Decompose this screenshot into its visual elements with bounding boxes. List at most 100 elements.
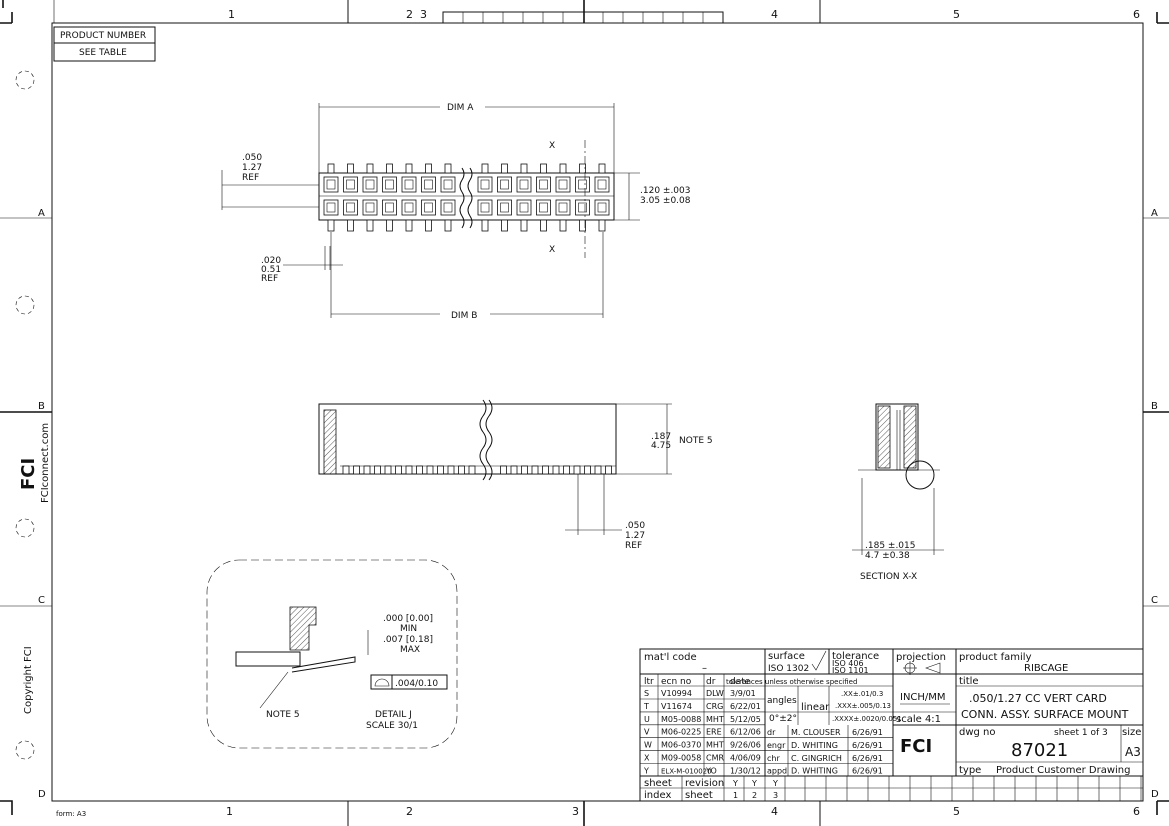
contact-cavity xyxy=(594,199,610,216)
revision-cell: M06-0225 xyxy=(661,728,701,737)
contact-cavity-inner xyxy=(578,202,587,213)
type-value: Product Customer Drawing xyxy=(996,765,1130,776)
side-branding: FCIconnect.com Copyright FCI FCI form: A… xyxy=(18,423,86,818)
contact-cavity-inner xyxy=(385,179,394,190)
revision-cell: 6/22/01 xyxy=(730,702,761,711)
detail-scale: SCALE 30/1 xyxy=(366,721,418,731)
zone-bottom-1: 1 xyxy=(226,805,233,818)
side-tooth xyxy=(521,465,528,475)
contact-lead xyxy=(386,219,393,232)
side-height-mm: 4.75 xyxy=(651,441,671,451)
contact-cavity-inner xyxy=(346,179,355,190)
zone-top-5: 5 xyxy=(953,8,960,21)
contact-cavity xyxy=(555,176,571,193)
side-tooth xyxy=(458,465,465,475)
form-label: form: A3 xyxy=(56,810,86,818)
zone-labels: 1 2 3 4 5 6 1 2 3 4 5 6 A B C D A B C D xyxy=(38,8,1159,818)
product-number-header: PRODUCT NUMBER xyxy=(60,31,146,41)
surface-std: ISO 1302 xyxy=(768,664,809,674)
contact-cavity-inner xyxy=(404,179,414,190)
contact-lead xyxy=(579,219,586,232)
matl-value: – xyxy=(702,663,707,674)
side-tooth xyxy=(374,465,381,475)
approval-cell: 6/26/91 xyxy=(852,754,883,763)
approval-cell: C. GINGRICH xyxy=(791,754,842,763)
detail-min-in: .000 [0.00] xyxy=(383,614,433,624)
revision-cell: DLW xyxy=(706,689,724,698)
contact-cavity-inner xyxy=(365,179,375,190)
contact-cavity xyxy=(382,199,397,216)
approval-cell: appd xyxy=(767,767,787,776)
contact-cavity xyxy=(362,199,378,216)
tol-xxxx: .XXXX±.0020/0.051 xyxy=(832,715,902,723)
contact-cavity-inner xyxy=(539,202,548,213)
side-tooth xyxy=(468,465,476,475)
side-tooth xyxy=(363,465,371,475)
revision-cell: 5/12/05 xyxy=(730,715,761,724)
side-tooth xyxy=(405,465,413,475)
contact-cavity-inner xyxy=(597,179,607,190)
detail-min-label: MIN xyxy=(400,624,417,634)
surface-label: surface xyxy=(768,651,805,662)
contact-cavity xyxy=(516,176,532,193)
revision-cell: U xyxy=(644,715,650,724)
contact-lead xyxy=(405,163,413,174)
contact-cavity-inner xyxy=(385,202,394,213)
dim-b-label: DIM B xyxy=(451,311,477,321)
contact-cavity xyxy=(497,176,512,193)
contact-cavity-inner xyxy=(558,179,568,190)
approval-cell: 6/26/91 xyxy=(852,728,883,737)
contact-lead xyxy=(444,163,452,174)
contact-cavity-inner xyxy=(480,179,490,190)
contact-cavity-inner xyxy=(443,202,453,213)
zone-top-6: 6 xyxy=(1133,8,1140,21)
contact-cavity xyxy=(421,199,436,216)
contact-cavity xyxy=(477,199,493,216)
side-height-in: .187 xyxy=(651,432,671,442)
side-tooth xyxy=(594,465,602,475)
product-number-value: SEE TABLE xyxy=(79,48,127,58)
contact-cavity-inner xyxy=(404,202,414,213)
dwg-number: 87021 xyxy=(1011,740,1068,761)
tol-xx: .XX±.01/0.3 xyxy=(841,690,883,698)
lead-ref: REF xyxy=(261,274,278,284)
title-block: mat'l code – surface ISO 1302 tolerance … xyxy=(639,648,1144,802)
contact-cavity xyxy=(440,199,456,216)
contact-lead xyxy=(366,163,374,174)
contact-cavity-inner xyxy=(500,202,509,213)
side-tooth xyxy=(395,465,402,475)
pitch-in: .050 xyxy=(242,153,262,163)
revision-cell: MHT xyxy=(706,715,724,724)
zone-top-1: 1 xyxy=(228,8,235,21)
zone-left-a: A xyxy=(38,208,45,219)
title-line-2: CONN. ASSY. SURFACE MOUNT xyxy=(961,708,1129,721)
zone-bottom-3: 3 xyxy=(572,805,579,818)
section-mark-bottom: X xyxy=(549,245,555,255)
contact-cavity xyxy=(343,176,358,193)
zone-right-a: A xyxy=(1151,208,1158,219)
rev-col-header: ltr xyxy=(644,677,654,687)
sheet-label: sheet 1 of 3 xyxy=(1054,728,1108,738)
side-tooth xyxy=(426,465,434,475)
revision-cell: Y xyxy=(643,766,649,775)
units-label: INCH/MM xyxy=(900,692,946,703)
zone-left-c: C xyxy=(38,595,45,606)
revision-cell: 4/06/09 xyxy=(730,754,761,763)
detail-flatness: .004/0.10 xyxy=(395,679,438,689)
side-tooth xyxy=(542,465,549,475)
tolerance-std-2: ISO 1101 xyxy=(832,666,869,675)
pitch-ref: REF xyxy=(242,173,259,183)
revision-cell: ELX-M-010020 xyxy=(661,767,712,775)
detail-view: .000 [0.00] MIN .007 [0.18] MAX .004/0.1… xyxy=(206,559,458,749)
side-tooth xyxy=(500,465,507,475)
side-tooth xyxy=(353,465,360,475)
contact-cavity-inner xyxy=(424,202,433,213)
contact-cavity xyxy=(536,176,551,193)
contact-cavity-inner xyxy=(500,179,509,190)
sheet-row-cell: sheet xyxy=(644,778,672,789)
matl-label: mat'l code xyxy=(644,652,697,663)
side-pitch-mm: 1.27 xyxy=(625,531,645,541)
width-in: .120 ±.003 xyxy=(640,186,690,196)
zone-top-2: 2 xyxy=(406,8,413,21)
